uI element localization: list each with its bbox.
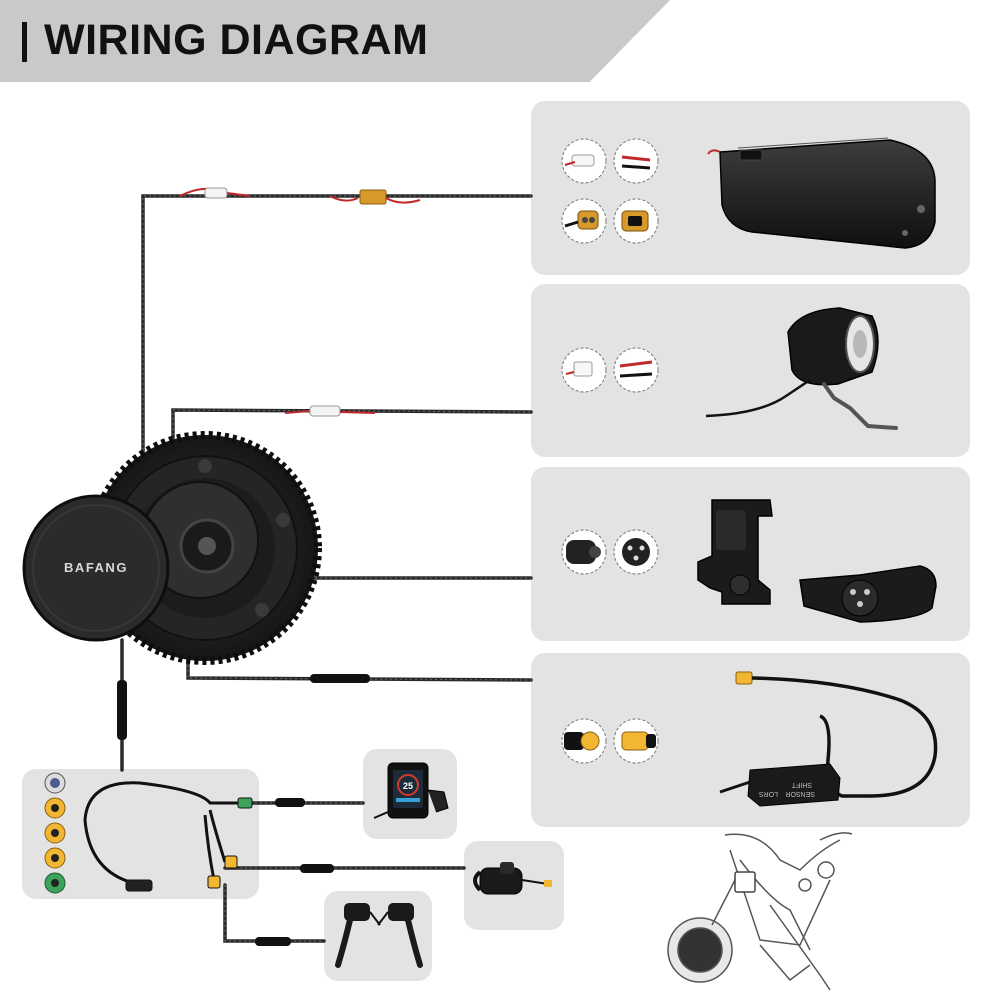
harness-inline-connector	[117, 680, 127, 740]
brake-levers-icon	[335, 903, 423, 968]
yellow-connector-icon	[44, 797, 66, 819]
white-plug-icon	[561, 347, 607, 393]
three-pin-connector-icon	[613, 529, 659, 575]
wiring-harness-icon	[83, 781, 253, 892]
motor-cover	[22, 494, 170, 642]
header-accent-bar	[22, 22, 27, 62]
shift-connector-icons	[561, 718, 659, 764]
headlight-lamp-icon	[705, 307, 898, 430]
headlight-connector-icons	[561, 347, 659, 393]
color-display-icon: 25	[373, 762, 449, 819]
red-black-leads-icon	[613, 138, 659, 184]
green-connector-icon	[44, 872, 66, 894]
battery-cable	[141, 194, 533, 522]
yellow-connector-icon	[44, 822, 66, 844]
right-brake-lever-icon	[377, 903, 423, 968]
yellow-connector-icon	[44, 847, 66, 869]
throttle-connector-icons	[561, 529, 659, 575]
brake-inline-connector	[255, 937, 291, 946]
battery-inline-connectors	[179, 187, 421, 205]
display-inline-connector	[275, 798, 305, 807]
brake-cable	[223, 883, 326, 943]
shift-sensor-label-line2: SENSOR	[785, 790, 815, 797]
xt60-male-icon	[613, 198, 659, 244]
shift-sensor-body	[747, 763, 841, 807]
yellow-pin-connector-icon	[613, 718, 659, 764]
display-speed-readout: 25	[403, 781, 413, 791]
bike-frame-sketch	[667, 832, 853, 991]
left-brake-lever-icon	[335, 903, 381, 968]
mid-drive-motor: BAFANG	[22, 431, 322, 665]
white-plug-icon	[561, 138, 607, 184]
harness-connector-column	[44, 772, 66, 894]
shift-sensor-cable-icon: SHIFT SENSOR LORS	[719, 671, 938, 807]
blue-connector-icon	[44, 772, 66, 794]
three-pin-sensor-plug-icon	[799, 565, 937, 623]
battery-connector-icons	[561, 138, 659, 244]
page-title: WIRING DIAGRAM	[44, 16, 429, 64]
xt60-female-icon	[561, 198, 607, 244]
battery-pack-icon	[707, 137, 936, 249]
thumb-inline-connector	[300, 864, 334, 873]
shift-sensor-label-line1: SHIFT	[791, 781, 812, 788]
red-black-leads-icon	[613, 347, 659, 393]
headlight-inline-connector	[284, 405, 376, 417]
header-banner	[0, 0, 670, 82]
speed-sensor-bracket-icon	[697, 499, 773, 605]
motor-brand-label: BAFANG	[64, 560, 128, 575]
thumb-throttle-icon	[473, 862, 552, 895]
shift-inline-connector	[310, 674, 370, 683]
round-connector-icon	[561, 529, 607, 575]
yellow-connector-icon	[561, 718, 607, 764]
shift-sensor-label-line3: LORS	[759, 790, 778, 797]
